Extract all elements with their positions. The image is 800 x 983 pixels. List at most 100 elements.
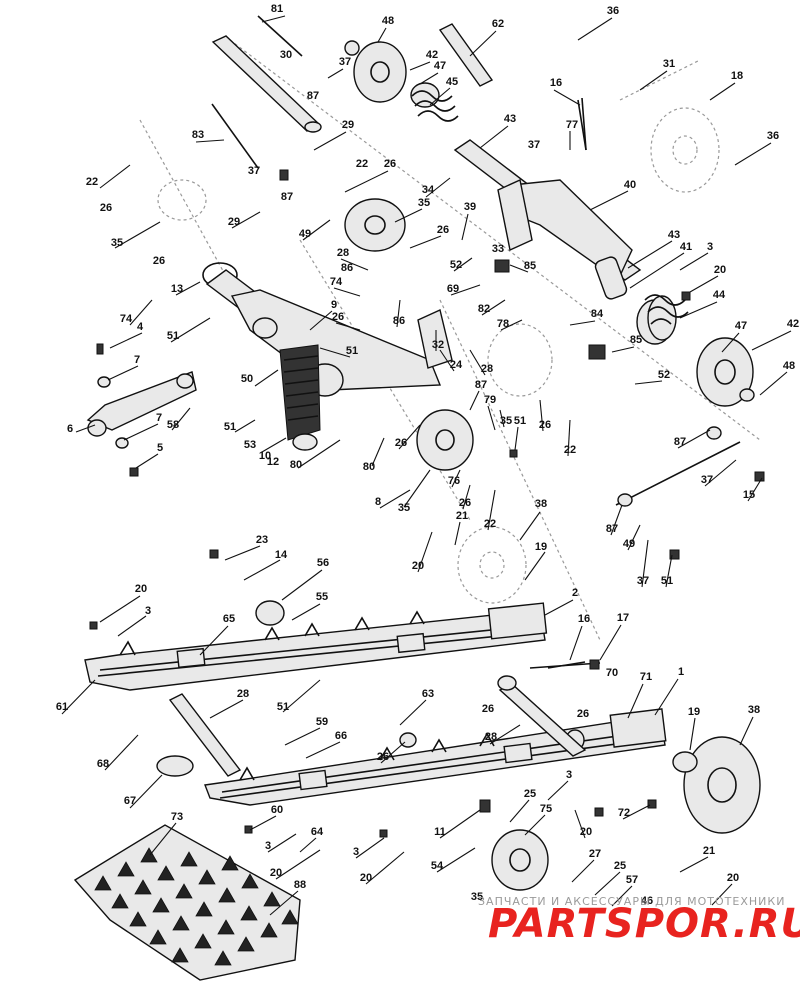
callout-12: 12 xyxy=(267,456,279,468)
callout-70: 70 xyxy=(606,667,618,679)
callout-37: 37 xyxy=(701,474,713,486)
callout-42: 42 xyxy=(787,318,799,330)
callout-49: 49 xyxy=(623,538,635,550)
hardware xyxy=(89,99,765,838)
callout-80: 80 xyxy=(363,461,375,473)
callout-73: 73 xyxy=(171,811,183,823)
callout-77: 77 xyxy=(566,119,578,131)
callout-64: 64 xyxy=(311,826,324,838)
callout-3: 3 xyxy=(707,241,713,253)
callout-9: 9 xyxy=(331,299,337,311)
leader-lines xyxy=(61,15,792,916)
callout-37: 37 xyxy=(528,139,540,151)
callout-51: 51 xyxy=(277,701,289,713)
callout-26: 26 xyxy=(577,708,589,720)
callout-35: 35 xyxy=(471,891,483,903)
watermark-logo: PARTSPOR.RU xyxy=(488,901,800,947)
watermark: ЗАПЧАСТИ И АКСЕССУАРЫ ДЛЯ МОТОТЕХНИКИ PA… xyxy=(478,895,800,947)
callout-58: 58 xyxy=(167,419,179,431)
callout-83: 83 xyxy=(192,129,204,141)
callout-87: 87 xyxy=(606,523,618,535)
callout-28: 28 xyxy=(237,688,249,700)
callout-80: 80 xyxy=(290,459,302,471)
callout-41: 41 xyxy=(680,241,692,253)
callout-29: 29 xyxy=(228,216,240,228)
callout-37: 37 xyxy=(637,575,649,587)
callout-74: 74 xyxy=(330,276,343,288)
callout-3: 3 xyxy=(145,605,151,617)
callout-35: 35 xyxy=(418,197,430,209)
callout-17: 17 xyxy=(617,612,629,624)
callout-28: 28 xyxy=(337,247,349,259)
callout-31: 31 xyxy=(663,58,675,70)
callout-32: 32 xyxy=(432,339,444,351)
callout-65: 65 xyxy=(223,613,235,625)
shock-spring xyxy=(283,355,319,421)
callout-37: 37 xyxy=(339,56,351,68)
callout-22: 22 xyxy=(564,444,576,456)
callout-87: 87 xyxy=(281,191,293,203)
callout-51: 51 xyxy=(514,415,526,427)
construction-lines xyxy=(139,39,761,641)
callout-26: 26 xyxy=(384,158,396,170)
callout-45: 45 xyxy=(446,76,458,88)
callout-74: 74 xyxy=(120,313,133,325)
callout-29: 29 xyxy=(342,119,354,131)
callout-86: 86 xyxy=(341,262,353,274)
upper-slide-rail xyxy=(84,602,548,691)
callout-8: 8 xyxy=(375,496,381,508)
callout-81: 81 xyxy=(271,3,283,15)
callout-3: 3 xyxy=(353,846,359,858)
callout-26: 26 xyxy=(395,437,407,449)
callout-26: 26 xyxy=(100,202,112,214)
watermark-caption: ЗАПЧАСТИ И АКСЕССУАРЫ ДЛЯ МОТОТЕХНИКИ xyxy=(478,895,785,908)
callout-60: 60 xyxy=(271,804,283,816)
callout-51: 51 xyxy=(224,421,236,433)
callout-16: 16 xyxy=(578,613,590,625)
callout-26: 26 xyxy=(539,419,551,431)
callout-47: 47 xyxy=(735,320,747,332)
callout-1: 1 xyxy=(678,666,684,678)
callout-23: 23 xyxy=(256,534,268,546)
torsion-springs xyxy=(411,90,689,325)
callout-35: 35 xyxy=(398,502,410,514)
front-arm-assembly xyxy=(202,262,453,451)
callout-33: 33 xyxy=(492,243,504,255)
callout-68: 68 xyxy=(97,758,109,770)
callout-24: 24 xyxy=(450,359,463,371)
callout-19: 19 xyxy=(535,541,547,553)
callout-55: 55 xyxy=(316,591,328,603)
callout-51: 51 xyxy=(661,575,673,587)
callout-22: 22 xyxy=(484,518,496,530)
callout-28: 28 xyxy=(481,363,493,375)
callout-50: 50 xyxy=(241,373,253,385)
callout-21: 21 xyxy=(703,845,715,857)
callout-71: 71 xyxy=(640,671,652,683)
callout-43: 43 xyxy=(504,113,516,125)
callout-19: 19 xyxy=(688,706,700,718)
callout-7: 7 xyxy=(156,412,162,424)
rail-cross-shafts xyxy=(156,600,698,777)
callout-87: 87 xyxy=(307,90,319,102)
callout-75: 75 xyxy=(540,803,552,815)
callout-44: 44 xyxy=(713,289,726,301)
callout-63: 63 xyxy=(422,688,434,700)
callout-3: 3 xyxy=(265,840,271,852)
callout-38: 38 xyxy=(535,498,547,510)
callout-28: 28 xyxy=(485,731,497,743)
callout-53: 53 xyxy=(244,439,256,451)
callout-18: 18 xyxy=(731,70,743,82)
callout-72: 72 xyxy=(618,807,630,819)
callout-61: 61 xyxy=(56,701,68,713)
callout-5: 5 xyxy=(157,442,163,454)
ghost-wheels xyxy=(157,107,720,604)
callout-69: 69 xyxy=(447,283,459,295)
callout-20: 20 xyxy=(412,560,424,572)
callout-15: 15 xyxy=(743,489,755,501)
callout-87: 87 xyxy=(475,379,487,391)
rear-arm-assembly xyxy=(497,178,677,341)
callout-54: 54 xyxy=(431,860,444,872)
callout-51: 51 xyxy=(167,330,179,342)
callout-82: 82 xyxy=(478,303,490,315)
track-clip-panel xyxy=(73,824,301,981)
